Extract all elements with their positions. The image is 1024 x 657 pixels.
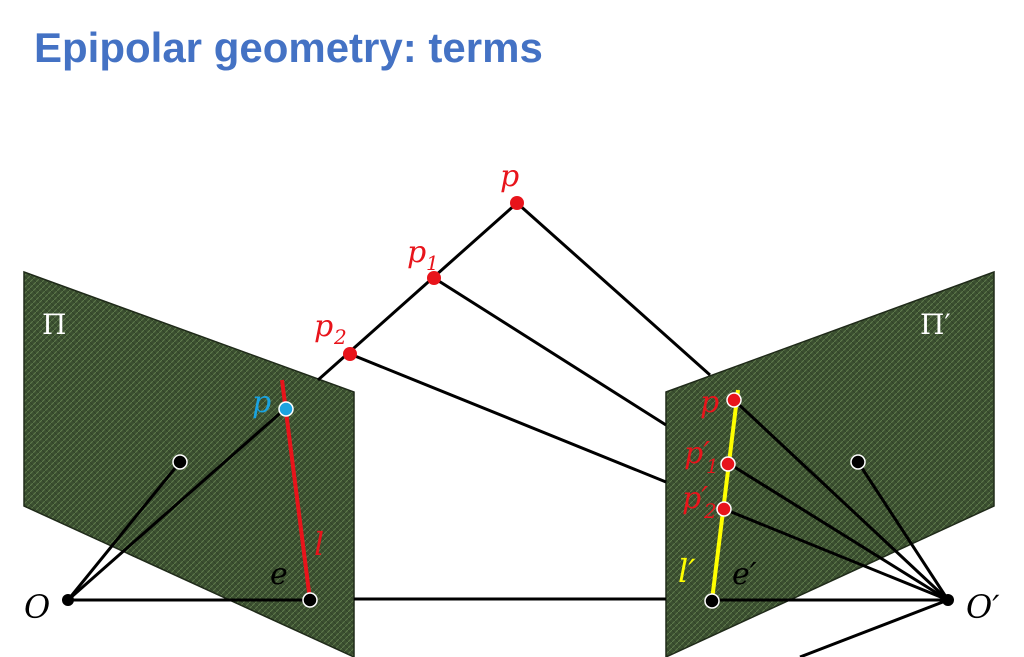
- left-image-point-p: [278, 401, 294, 417]
- label-right-p1: p′: [684, 436, 710, 471]
- camera-center-left: [62, 594, 74, 606]
- label-world-p2-sub: 2: [333, 325, 347, 349]
- left-epipole: [302, 592, 318, 608]
- label-camera-left: O: [24, 588, 50, 626]
- label-right-p: p: [700, 385, 719, 420]
- label-world-p2: p: [314, 309, 333, 344]
- right-image-point-p: [726, 392, 742, 408]
- label-plane-right: Π′: [920, 308, 951, 341]
- label-camera-right: O′: [966, 588, 1000, 626]
- camera-center-right: [942, 594, 954, 606]
- right-image-point-p2: [716, 501, 732, 517]
- world-point-p: [510, 196, 524, 210]
- right-principal-point: [850, 454, 866, 470]
- label-world-p1: p: [407, 235, 426, 270]
- world-point-p1: [427, 271, 441, 285]
- ray-right-to-p2: [723, 507, 949, 602]
- label-right-line: l′: [678, 552, 696, 590]
- ray-right-to-center: [856, 461, 950, 601]
- label-world-p: p: [500, 159, 519, 194]
- world-point-p2: [343, 347, 357, 361]
- label-world-p1-sub: 1: [426, 251, 439, 275]
- label-plane-left: Π: [42, 308, 66, 341]
- label-left-epipole: e: [270, 557, 288, 592]
- left-image-plane: [23, 270, 355, 657]
- label-right-p1-sub: 1: [706, 454, 719, 478]
- ray-right-to-p: [732, 398, 950, 602]
- ray-right-out: [799, 598, 949, 657]
- ray-right-to-p1: [727, 461, 949, 602]
- right-image-point-p1: [720, 456, 736, 472]
- label-left-line: l: [314, 525, 324, 563]
- ray-p1-to-right: [433, 276, 667, 427]
- left-principal-point: [172, 454, 188, 470]
- right-image-plane: [665, 270, 995, 657]
- label-right-p2-sub: 2: [703, 499, 717, 523]
- ray-left-to-p: [67, 406, 287, 602]
- label-right-epipole: e′: [732, 557, 757, 592]
- ray-left-to-center: [66, 461, 182, 601]
- right-epipolar-line: [710, 389, 740, 601]
- label-left-point: p: [252, 385, 271, 420]
- ray-p2-to-right: [349, 352, 667, 484]
- label-right-p2: p′: [682, 481, 708, 516]
- page-title: Epipolar geometry: terms: [34, 24, 543, 71]
- ray-p-to-right: [516, 201, 711, 377]
- right-epipole: [704, 593, 720, 609]
